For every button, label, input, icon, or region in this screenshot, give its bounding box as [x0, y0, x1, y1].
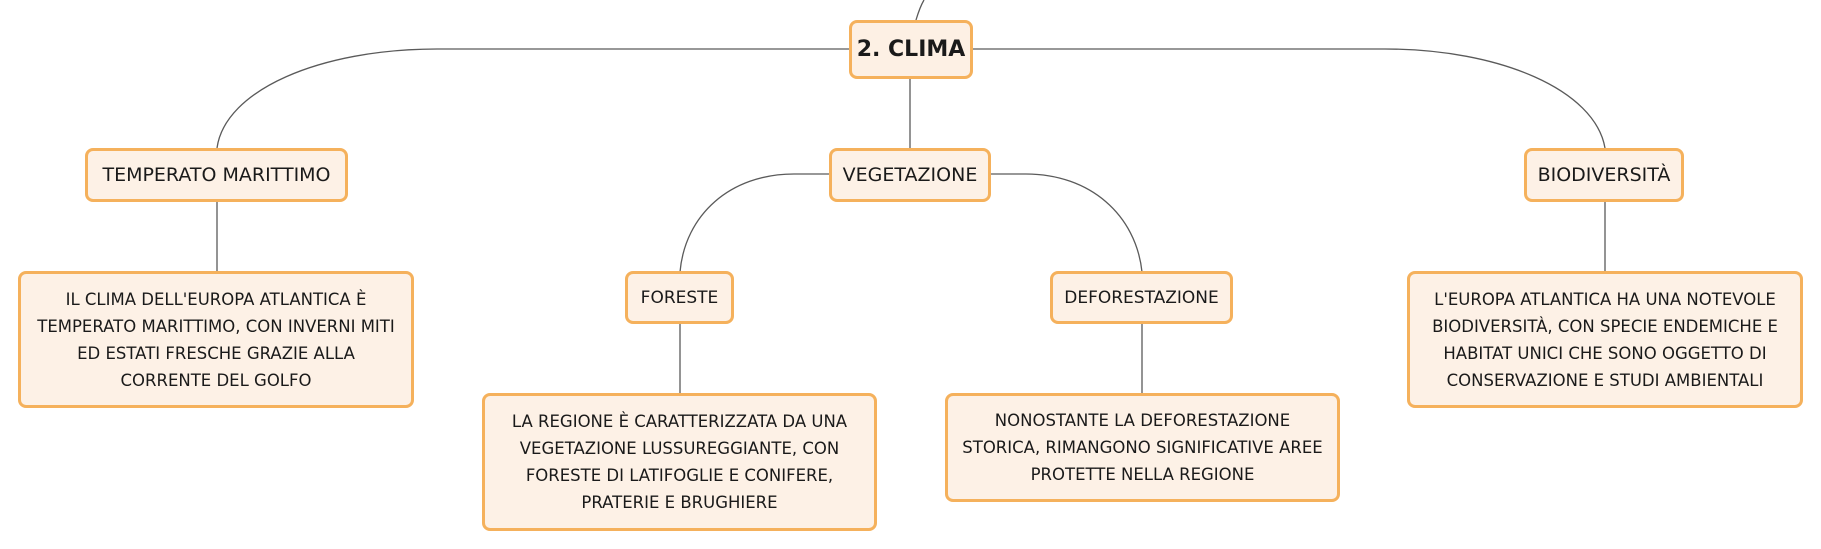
subtopic-node-label: FORESTE [640, 287, 719, 308]
detail-node-text: IL CLIMA DELL'EUROPA ATLANTICA È TEMPERA… [37, 289, 395, 390]
detail-node-text: LA REGIONE È CARATTERIZZATA DA UNA VEGET… [511, 412, 848, 512]
detail-node-text: L'EUROPA ATLANTICA HA UNA NOTEVOLE BIODI… [1432, 289, 1778, 390]
detail-node-biodiversita[interactable]: L'EUROPA ATLANTICA HA UNA NOTEVOLE BIODI… [1407, 271, 1803, 408]
topic-node-label: TEMPERATO MARITTIMO [102, 164, 331, 186]
topic-node-label: BIODIVERSITÀ [1537, 164, 1671, 186]
connector-root-temperato [216, 48, 850, 149]
subtopic-node-deforestazione[interactable]: DEFORESTAZIONE [1050, 271, 1233, 324]
root-node-label: 2. CLIMA [856, 37, 966, 62]
detail-node-foreste[interactable]: LA REGIONE È CARATTERIZZATA DA UNA VEGET… [482, 393, 877, 531]
subtopic-node-label: DEFORESTAZIONE [1064, 287, 1219, 308]
connector-root-parent [915, 0, 925, 21]
root-node[interactable]: 2. CLIMA [849, 20, 973, 79]
connector-vegetazione-deforestazione [990, 173, 1143, 273]
detail-node-deforestazione[interactable]: NONOSTANTE LA DEFORESTAZIONE STORICA, RI… [945, 393, 1340, 502]
topic-node-biodiversita[interactable]: BIODIVERSITÀ [1524, 148, 1684, 202]
detail-node-temperato-marittimo[interactable]: IL CLIMA DELL'EUROPA ATLANTICA È TEMPERA… [18, 271, 414, 408]
topic-node-vegetazione[interactable]: VEGETAZIONE [829, 148, 991, 202]
connector-vegetazione-foreste [679, 173, 830, 273]
topic-node-temperato-marittimo[interactable]: TEMPERATO MARITTIMO [85, 148, 348, 202]
detail-node-text: NONOSTANTE LA DEFORESTAZIONE STORICA, RI… [962, 411, 1323, 484]
connector-root-biodiversita [971, 48, 1606, 149]
subtopic-node-foreste[interactable]: FORESTE [625, 271, 734, 324]
topic-node-label: VEGETAZIONE [842, 164, 978, 186]
